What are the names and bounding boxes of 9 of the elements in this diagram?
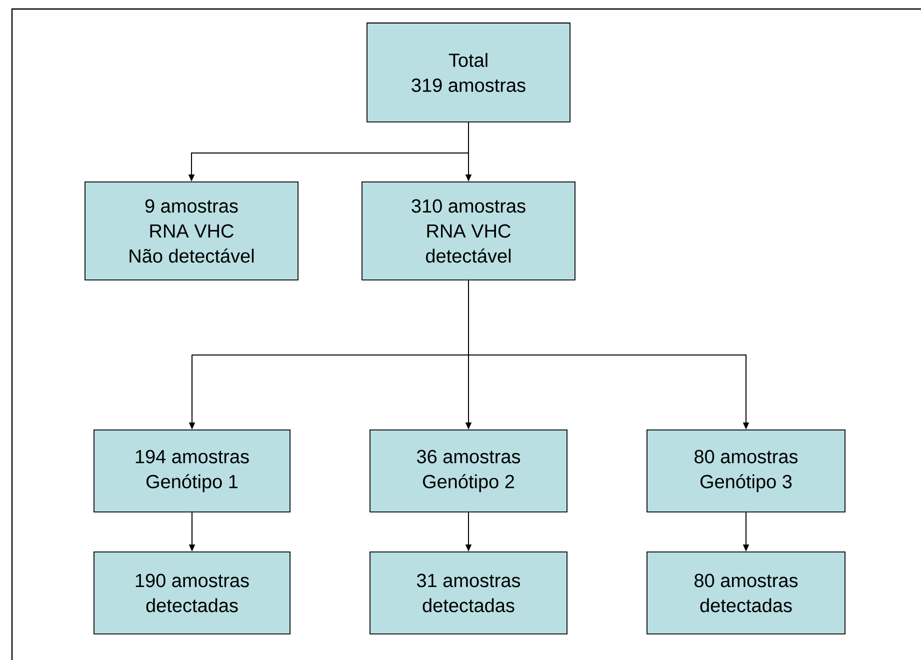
process-box: Total 319 amostras xyxy=(366,22,570,122)
process-box: 9 amostras RNA VHC Não detectável xyxy=(84,182,298,280)
process-box: 80 amostras detectadas xyxy=(646,552,846,634)
process-box: 194 amostras Genótipo 1 xyxy=(94,430,290,512)
process-box: 36 amostras Genótipo 2 xyxy=(370,430,568,512)
process-box: 31 amostras detectadas xyxy=(370,552,568,634)
process-box: 310 amostras RNA VHC detectável xyxy=(362,182,576,280)
process-box: 190 amostras detectadas xyxy=(94,552,290,634)
process-box: 80 amostras Genótipo 3 xyxy=(646,430,846,512)
